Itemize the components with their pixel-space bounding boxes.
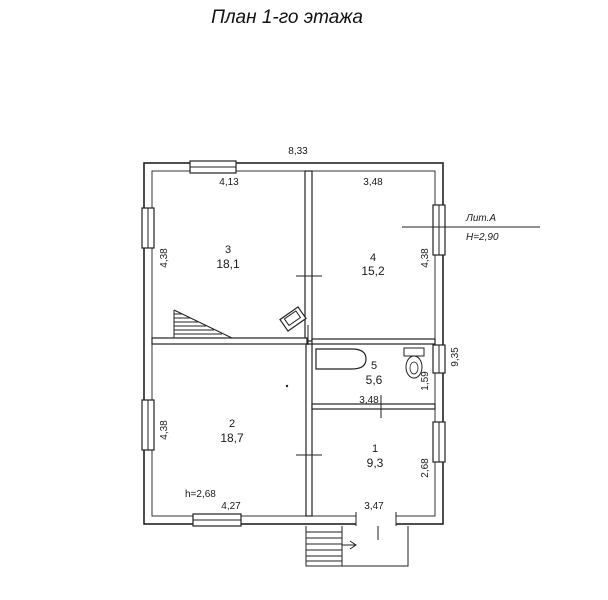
room-4-height: 4,38 [420, 248, 431, 268]
room-4-width: 3,48 [363, 177, 383, 188]
room-3-area: 18,1 [216, 257, 240, 271]
room-4-number: 4 [370, 252, 376, 264]
room-2-width: 4,27 [221, 501, 241, 512]
room-3-height: 4,38 [159, 248, 170, 268]
marker-dot [285, 384, 289, 388]
interior-staircase [173, 309, 233, 339]
overall-height-label: 9,35 [450, 347, 461, 367]
stove-icon [279, 306, 307, 332]
room-5-height: 1,59 [420, 371, 431, 391]
entrance-door [356, 512, 396, 526]
overall-width-label: 8,33 [288, 146, 308, 157]
room-1-number: 1 [372, 443, 378, 455]
room-2-number: 2 [229, 418, 235, 430]
room-1-area: 9,3 [367, 456, 384, 470]
entrance-steps [305, 526, 409, 567]
door-markers [296, 275, 382, 456]
room-2-ceiling: h=2,68 [185, 489, 216, 500]
bathtub-icon [315, 348, 367, 370]
lit-label: Лит.А Н=2,90 [402, 213, 540, 243]
room-5-number: 5 [371, 360, 377, 372]
room-3-width: 4,13 [219, 177, 239, 188]
room-2-area: 18,7 [220, 431, 244, 445]
interior-walls [151, 170, 436, 517]
room-5-width: 3,48 [359, 395, 379, 406]
room-1-width: 3,47 [364, 501, 384, 512]
room-2-height: 4,38 [159, 420, 170, 440]
lit-height: Н=2,90 [466, 232, 499, 243]
room-4-area: 15,2 [361, 264, 385, 278]
plan-title: План 1-го этажа [211, 7, 363, 28]
room-1-height: 2,68 [420, 458, 431, 478]
room-3-number: 3 [225, 244, 231, 256]
room-5-area: 5,6 [366, 373, 383, 387]
lit-name: Лит.А [465, 213, 496, 224]
toilet-icon [403, 347, 425, 379]
windows [141, 160, 446, 527]
